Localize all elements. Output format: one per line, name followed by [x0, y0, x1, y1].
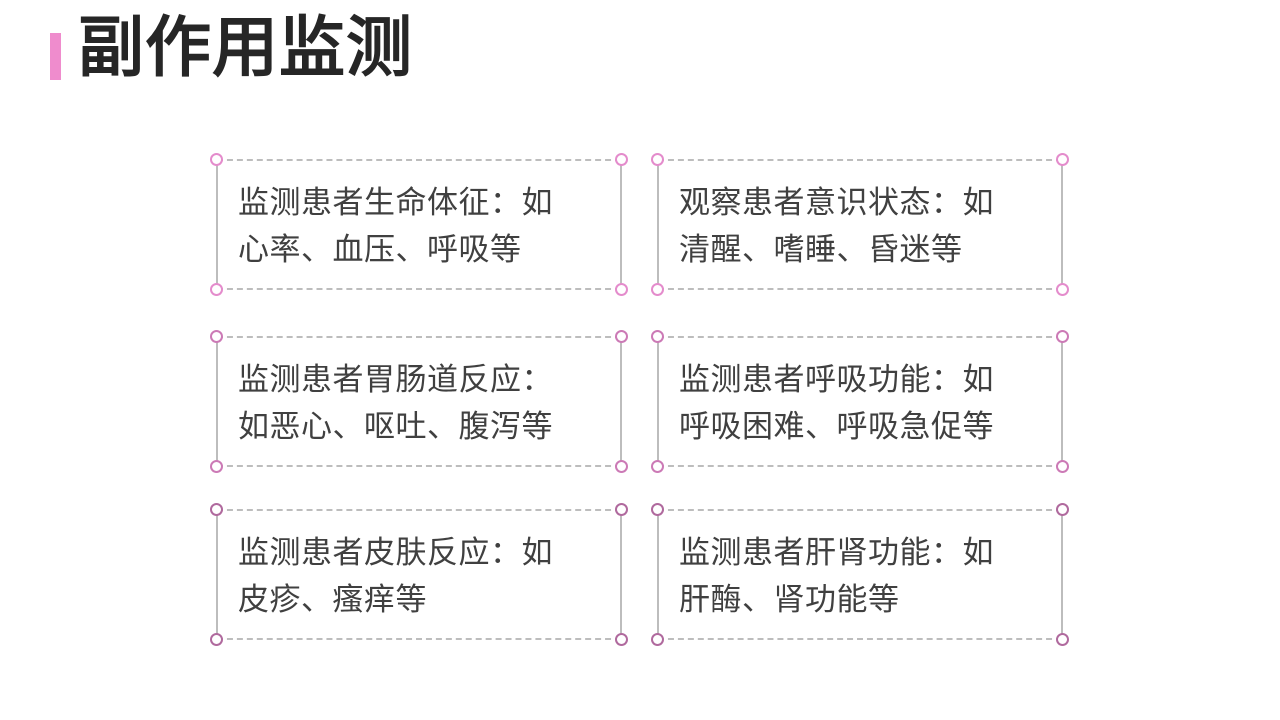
border-left [657, 510, 659, 639]
resize-handle-icon[interactable] [210, 633, 223, 646]
card-text-line2: 心率、血压、呼吸等 [238, 232, 522, 268]
border-left [216, 337, 218, 466]
resize-handle-icon[interactable] [615, 283, 628, 296]
card-text-line2: 肝酶、肾功能等 [679, 582, 900, 618]
resize-handle-icon[interactable] [210, 283, 223, 296]
resize-handle-icon[interactable] [651, 330, 664, 343]
dashed-border-top [658, 159, 1062, 161]
resize-handle-icon[interactable] [1056, 283, 1069, 296]
card-vital-signs[interactable]: 监测患者生命体征：如 心率、血压、呼吸等 [210, 153, 628, 296]
resize-handle-icon[interactable] [1056, 633, 1069, 646]
card-text: 监测患者皮肤反应：如 皮疹、瘙痒等 [238, 530, 600, 624]
resize-handle-icon[interactable] [210, 330, 223, 343]
card-text: 监测患者肝肾功能：如 肝酶、肾功能等 [679, 530, 1041, 624]
card-text-line1: 监测患者胃肠道反应： [238, 362, 553, 398]
dashed-border-top [658, 509, 1062, 511]
resize-handle-icon[interactable] [651, 153, 664, 166]
resize-handle-icon[interactable] [1056, 503, 1069, 516]
border-right [1061, 337, 1063, 466]
border-right [620, 337, 622, 466]
resize-handle-icon[interactable] [210, 153, 223, 166]
card-text-line2: 呼吸困难、呼吸急促等 [679, 409, 994, 445]
border-right [1061, 160, 1063, 289]
resize-handle-icon[interactable] [651, 283, 664, 296]
resize-handle-icon[interactable] [615, 330, 628, 343]
card-text-line2: 如恶心、呕吐、腹泻等 [238, 409, 553, 445]
border-left [216, 510, 218, 639]
slide-title: 副作用监测 [78, 9, 413, 86]
card-text: 监测患者胃肠道反应： 如恶心、呕吐、腹泻等 [238, 357, 600, 451]
dashed-border-bottom [658, 288, 1062, 290]
dashed-border-top [217, 159, 621, 161]
border-left [657, 337, 659, 466]
card-respiratory[interactable]: 监测患者呼吸功能：如 呼吸困难、呼吸急促等 [651, 330, 1069, 473]
resize-handle-icon[interactable] [210, 460, 223, 473]
card-text-line1: 监测患者生命体征：如 [238, 185, 553, 221]
card-text: 观察患者意识状态：如 清醒、嗜睡、昏迷等 [679, 180, 1041, 274]
card-text: 监测患者生命体征：如 心率、血压、呼吸等 [238, 180, 600, 274]
border-right [620, 160, 622, 289]
dashed-border-bottom [217, 638, 621, 640]
card-text-line1: 监测患者呼吸功能：如 [679, 362, 994, 398]
card-text: 监测患者呼吸功能：如 呼吸困难、呼吸急促等 [679, 357, 1041, 451]
card-text-line1: 观察患者意识状态：如 [679, 185, 994, 221]
card-liver-kidney[interactable]: 监测患者肝肾功能：如 肝酶、肾功能等 [651, 503, 1069, 646]
dashed-border-bottom [217, 465, 621, 467]
resize-handle-icon[interactable] [651, 460, 664, 473]
card-text-line2: 清醒、嗜睡、昏迷等 [679, 232, 963, 268]
dashed-border-top [658, 336, 1062, 338]
resize-handle-icon[interactable] [615, 460, 628, 473]
border-right [1061, 510, 1063, 639]
dashed-border-bottom [658, 638, 1062, 640]
dashed-border-top [217, 509, 621, 511]
dashed-border-bottom [217, 288, 621, 290]
resize-handle-icon[interactable] [1056, 330, 1069, 343]
card-consciousness[interactable]: 观察患者意识状态：如 清醒、嗜睡、昏迷等 [651, 153, 1069, 296]
resize-handle-icon[interactable] [1056, 153, 1069, 166]
dashed-border-top [217, 336, 621, 338]
card-gastrointestinal[interactable]: 监测患者胃肠道反应： 如恶心、呕吐、腹泻等 [210, 330, 628, 473]
title-accent-bar [50, 33, 61, 80]
resize-handle-icon[interactable] [615, 503, 628, 516]
border-left [216, 160, 218, 289]
dashed-border-bottom [658, 465, 1062, 467]
card-text-line1: 监测患者肝肾功能：如 [679, 535, 994, 571]
border-left [657, 160, 659, 289]
resize-handle-icon[interactable] [210, 503, 223, 516]
card-skin-reaction[interactable]: 监测患者皮肤反应：如 皮疹、瘙痒等 [210, 503, 628, 646]
card-text-line2: 皮疹、瘙痒等 [238, 582, 427, 618]
border-right [620, 510, 622, 639]
resize-handle-icon[interactable] [1056, 460, 1069, 473]
resize-handle-icon[interactable] [615, 633, 628, 646]
resize-handle-icon[interactable] [615, 153, 628, 166]
resize-handle-icon[interactable] [651, 633, 664, 646]
card-text-line1: 监测患者皮肤反应：如 [238, 535, 553, 571]
resize-handle-icon[interactable] [651, 503, 664, 516]
